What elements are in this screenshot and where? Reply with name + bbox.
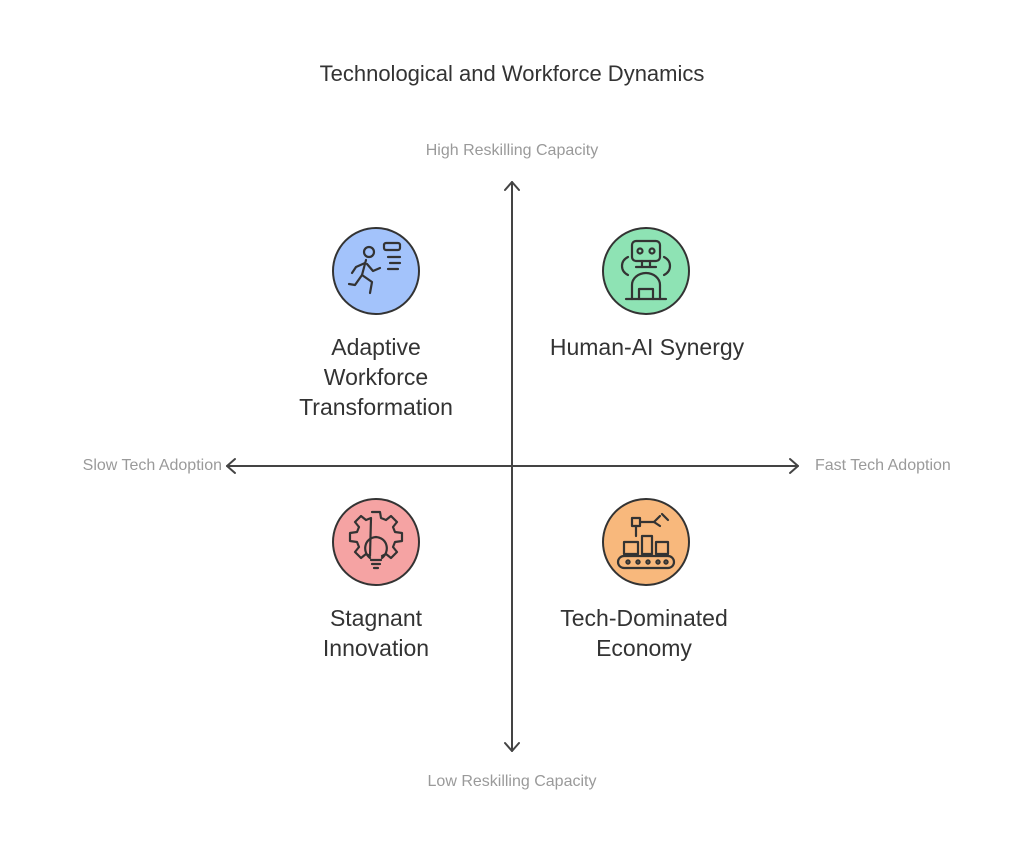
arrow-down-icon	[504, 742, 520, 752]
label-line: Transformation	[299, 394, 453, 420]
arrow-right-icon	[789, 458, 799, 474]
axis-label-right: Fast Tech Adoption	[815, 457, 951, 474]
label-line: Economy	[596, 635, 692, 661]
axis-label-left: Slow Tech Adoption	[82, 457, 222, 474]
diagram-title: Technological and Workforce Dynamics	[319, 61, 705, 86]
quadrant-label-tech-dominated-economy: Tech-Dominated Economy	[514, 603, 774, 663]
label-line: Stagnant	[329, 605, 423, 631]
axis-label-top: High Reskilling Capacity	[425, 142, 599, 159]
label-line: Human-AI Synergy	[549, 334, 745, 360]
arrow-up-icon	[504, 181, 520, 191]
arrow-left-icon	[226, 458, 236, 474]
label-line: Innovation	[322, 635, 430, 661]
quadrant-label-stagnant-innovation: Stagnant Innovation	[246, 603, 506, 663]
running-person-icon	[332, 227, 420, 315]
robotic-arm-conveyor-icon	[602, 498, 690, 586]
label-line: Workforce	[323, 364, 429, 390]
gear-lightbulb-icon	[332, 498, 420, 586]
quadrant-label-adaptive-workforce: Adaptive Workforce Transformation	[246, 332, 506, 422]
label-line: Adaptive	[331, 334, 421, 360]
quadrant-label-human-ai-synergy: Human-AI Synergy	[517, 332, 777, 362]
robot-icon	[602, 227, 690, 315]
label-line: Tech-Dominated	[560, 605, 728, 631]
axis-label-bottom: Low Reskilling Capacity	[427, 773, 597, 790]
